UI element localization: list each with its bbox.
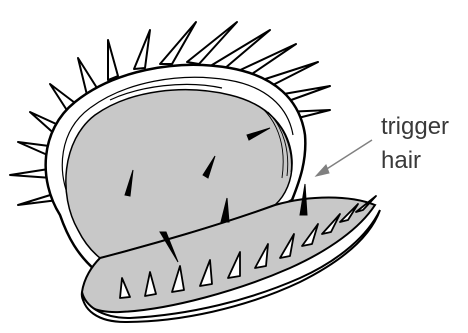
trigger-hair-label-line2: hair (381, 147, 421, 175)
trigger-hair-arrow (316, 140, 372, 176)
trigger-hair-label-line1: trigger (381, 113, 449, 141)
